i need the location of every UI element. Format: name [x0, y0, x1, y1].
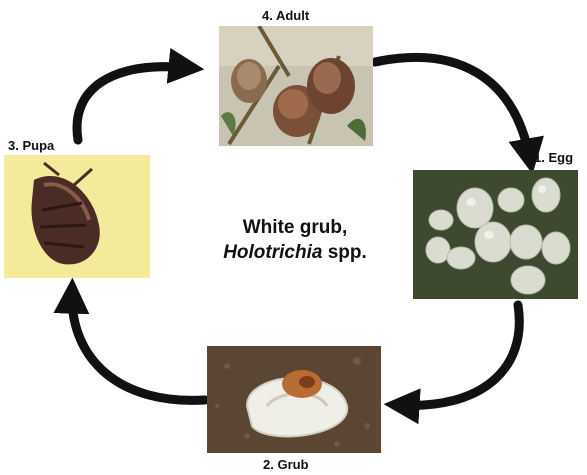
arrow-egg-to-grub: [398, 305, 519, 405]
label-grub: 2. Grub: [263, 457, 309, 472]
title-line1: White grub,: [195, 215, 395, 240]
arrow-adult-to-egg: [375, 57, 530, 160]
diagram-title: White grub, Holotrichia spp.: [195, 215, 395, 265]
title-genus: Holotrichia: [223, 242, 322, 263]
title-line2: Holotrichia spp.: [195, 240, 395, 265]
adult-beetles-image: [219, 26, 373, 146]
arrow-grub-to-pupa: [72, 292, 205, 400]
label-egg: 1. Egg: [534, 150, 573, 165]
grub-image: [207, 346, 381, 453]
title-suffix: spp.: [322, 242, 366, 263]
arrow-pupa-to-adult: [77, 67, 190, 140]
label-pupa: 3. Pupa: [8, 138, 54, 153]
eggs-image: [413, 170, 578, 299]
pupa-image: [4, 155, 150, 278]
label-adult: 4. Adult: [262, 8, 309, 23]
